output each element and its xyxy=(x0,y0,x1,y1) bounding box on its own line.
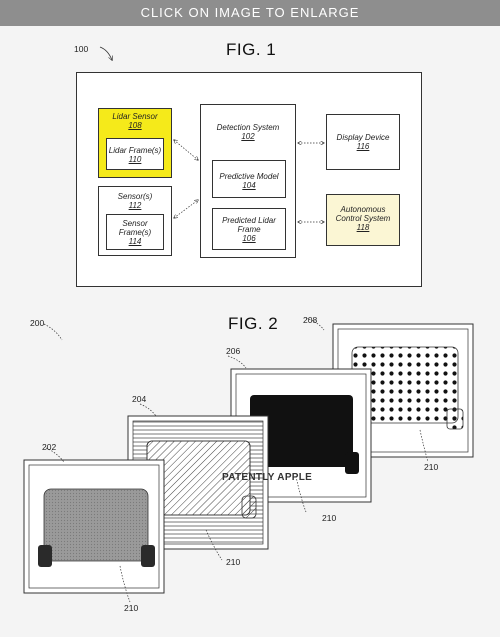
frame-206-ref: 206 xyxy=(226,346,241,356)
predictive-model-label: Predictive Model xyxy=(219,172,279,181)
autonomous-control-label: Autonomous Control System xyxy=(335,205,391,223)
predictive-model-number: 104 xyxy=(242,181,256,190)
display-device-number: 116 xyxy=(356,142,370,151)
autonomous-control-box: Autonomous Control System 118 xyxy=(326,194,400,246)
detection-system-label: Detection System xyxy=(216,123,280,132)
predicted-lidar-frame-box: Predicted Lidar Frame 106 xyxy=(212,208,286,250)
object-ref-208: 210 xyxy=(424,462,439,472)
fig2-title: FIG. 2 xyxy=(228,314,279,333)
lidar-sensor-label: Lidar Sensor xyxy=(112,112,158,121)
fig1-title: FIG. 1 xyxy=(226,40,277,59)
lidar-frames-label: Lidar Frame(s) xyxy=(108,146,162,155)
sensor-frames-label: Sensor Frame(s) xyxy=(118,219,152,237)
sensors-label: Sensor(s) xyxy=(117,192,153,201)
sensor-frames-number: 114 xyxy=(128,237,142,246)
fig2-ref: 200 xyxy=(30,318,45,328)
watermark: PATENTLY APPLE xyxy=(222,472,313,483)
predicted-lidar-frame-label: Predicted Lidar Frame xyxy=(222,216,276,234)
display-device-label: Display Device xyxy=(336,133,390,142)
lidar-sensor-number: 108 xyxy=(128,121,142,130)
lidar-frames-box: Lidar Frame(s) 110 xyxy=(106,138,164,170)
frame-208-ref: 208 xyxy=(303,315,318,325)
object-ref-206: 210 xyxy=(322,513,337,523)
sensor-frames-box: Sensor Frame(s) 114 xyxy=(106,214,164,250)
frame-206 xyxy=(227,355,372,513)
predictive-model-box: Predictive Model 104 xyxy=(212,160,286,198)
lidar-frames-number: 110 xyxy=(128,155,142,164)
detection-system-number: 102 xyxy=(241,132,255,141)
object-ref-204: 210 xyxy=(226,557,241,567)
predicted-lidar-frame-number: 106 xyxy=(242,234,256,243)
fig1-ref: 100 xyxy=(74,44,89,54)
frame-202 xyxy=(23,447,165,603)
object-ref-202: 210 xyxy=(124,603,139,613)
autonomous-control-number: 118 xyxy=(356,223,370,232)
frame-204-ref: 204 xyxy=(132,394,147,404)
frame-202-ref: 202 xyxy=(42,442,57,452)
display-device-box: Display Device 116 xyxy=(326,114,400,170)
sensors-number: 112 xyxy=(128,201,142,210)
enlarge-banner[interactable]: CLICK ON IMAGE TO ENLARGE xyxy=(0,0,500,26)
